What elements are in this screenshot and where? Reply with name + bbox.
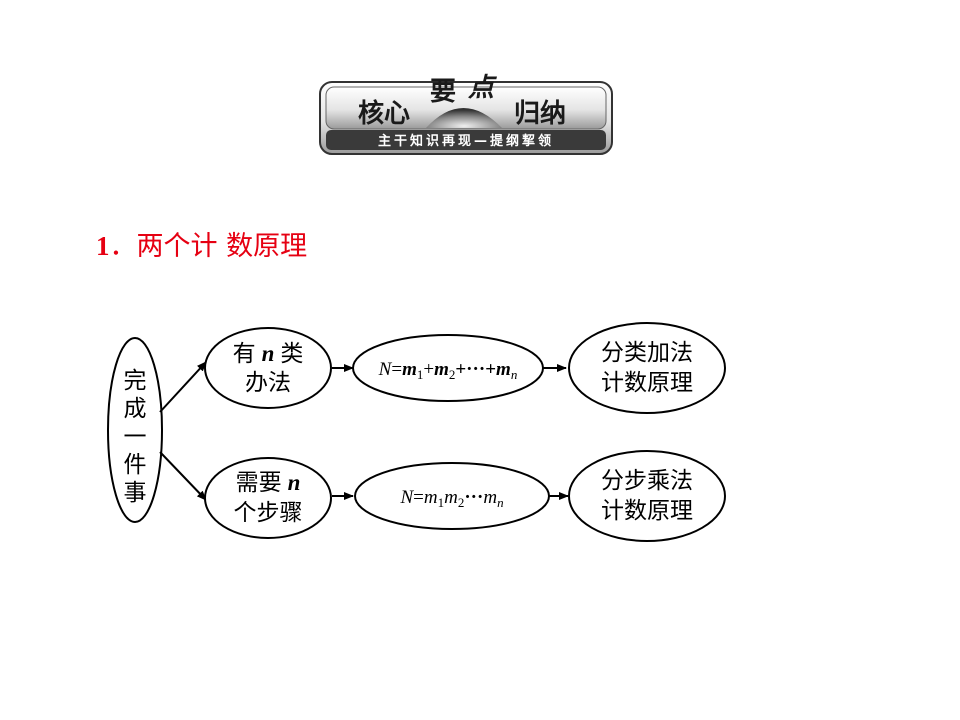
addition-principle-line1: 分类加法 bbox=[601, 340, 693, 366]
section-number: 1 bbox=[96, 231, 110, 261]
step-method-node bbox=[204, 457, 332, 539]
section-separator: ． bbox=[109, 231, 137, 262]
root-char-2: 成 bbox=[124, 396, 147, 422]
multiplication-principle-line1: 分步乘法 bbox=[601, 468, 693, 494]
multiplication-principle-line2: 计数原理 bbox=[601, 498, 693, 524]
step-method-line2: 个步骤 bbox=[234, 500, 303, 526]
dome-decoration bbox=[426, 108, 502, 128]
root-char-4: 件 bbox=[124, 452, 147, 478]
classification-method-line2: 办法 bbox=[245, 370, 291, 396]
root-node bbox=[107, 337, 163, 523]
banner-title-part2: 要 bbox=[430, 77, 456, 107]
banner-subtitle: 主干知识再现—提纲挈领 bbox=[378, 133, 554, 149]
root-char-3: 一 bbox=[124, 424, 147, 450]
banner-subtitle-bar bbox=[326, 130, 606, 150]
banner-title-part1: 核心 bbox=[358, 98, 410, 129]
addition-principle-node bbox=[568, 322, 726, 414]
arrow-root-to-classification bbox=[159, 361, 207, 413]
section-heading: 1．两个计 数原理 bbox=[96, 224, 307, 263]
addition-principle-line2: 计数原理 bbox=[601, 370, 693, 396]
multiplication-formula: N=m1m2···mn bbox=[399, 487, 503, 510]
multiplication-principle-node bbox=[568, 450, 726, 542]
arrow-root-to-step bbox=[159, 451, 207, 501]
banner-title-part3: 点 bbox=[467, 73, 498, 103]
section-banner: 核心 要 点 归纳 主干知识再现—提纲挈领 bbox=[319, 73, 613, 155]
root-char-5: 事 bbox=[124, 480, 147, 506]
section-title: 两个计 数原理 bbox=[136, 231, 308, 262]
root-char-1: 完 bbox=[124, 368, 147, 394]
addition-formula: N=m1+m2+···+mn bbox=[378, 359, 518, 382]
banner-title-part4: 归纳 bbox=[514, 98, 566, 129]
classification-method-node bbox=[204, 327, 332, 409]
